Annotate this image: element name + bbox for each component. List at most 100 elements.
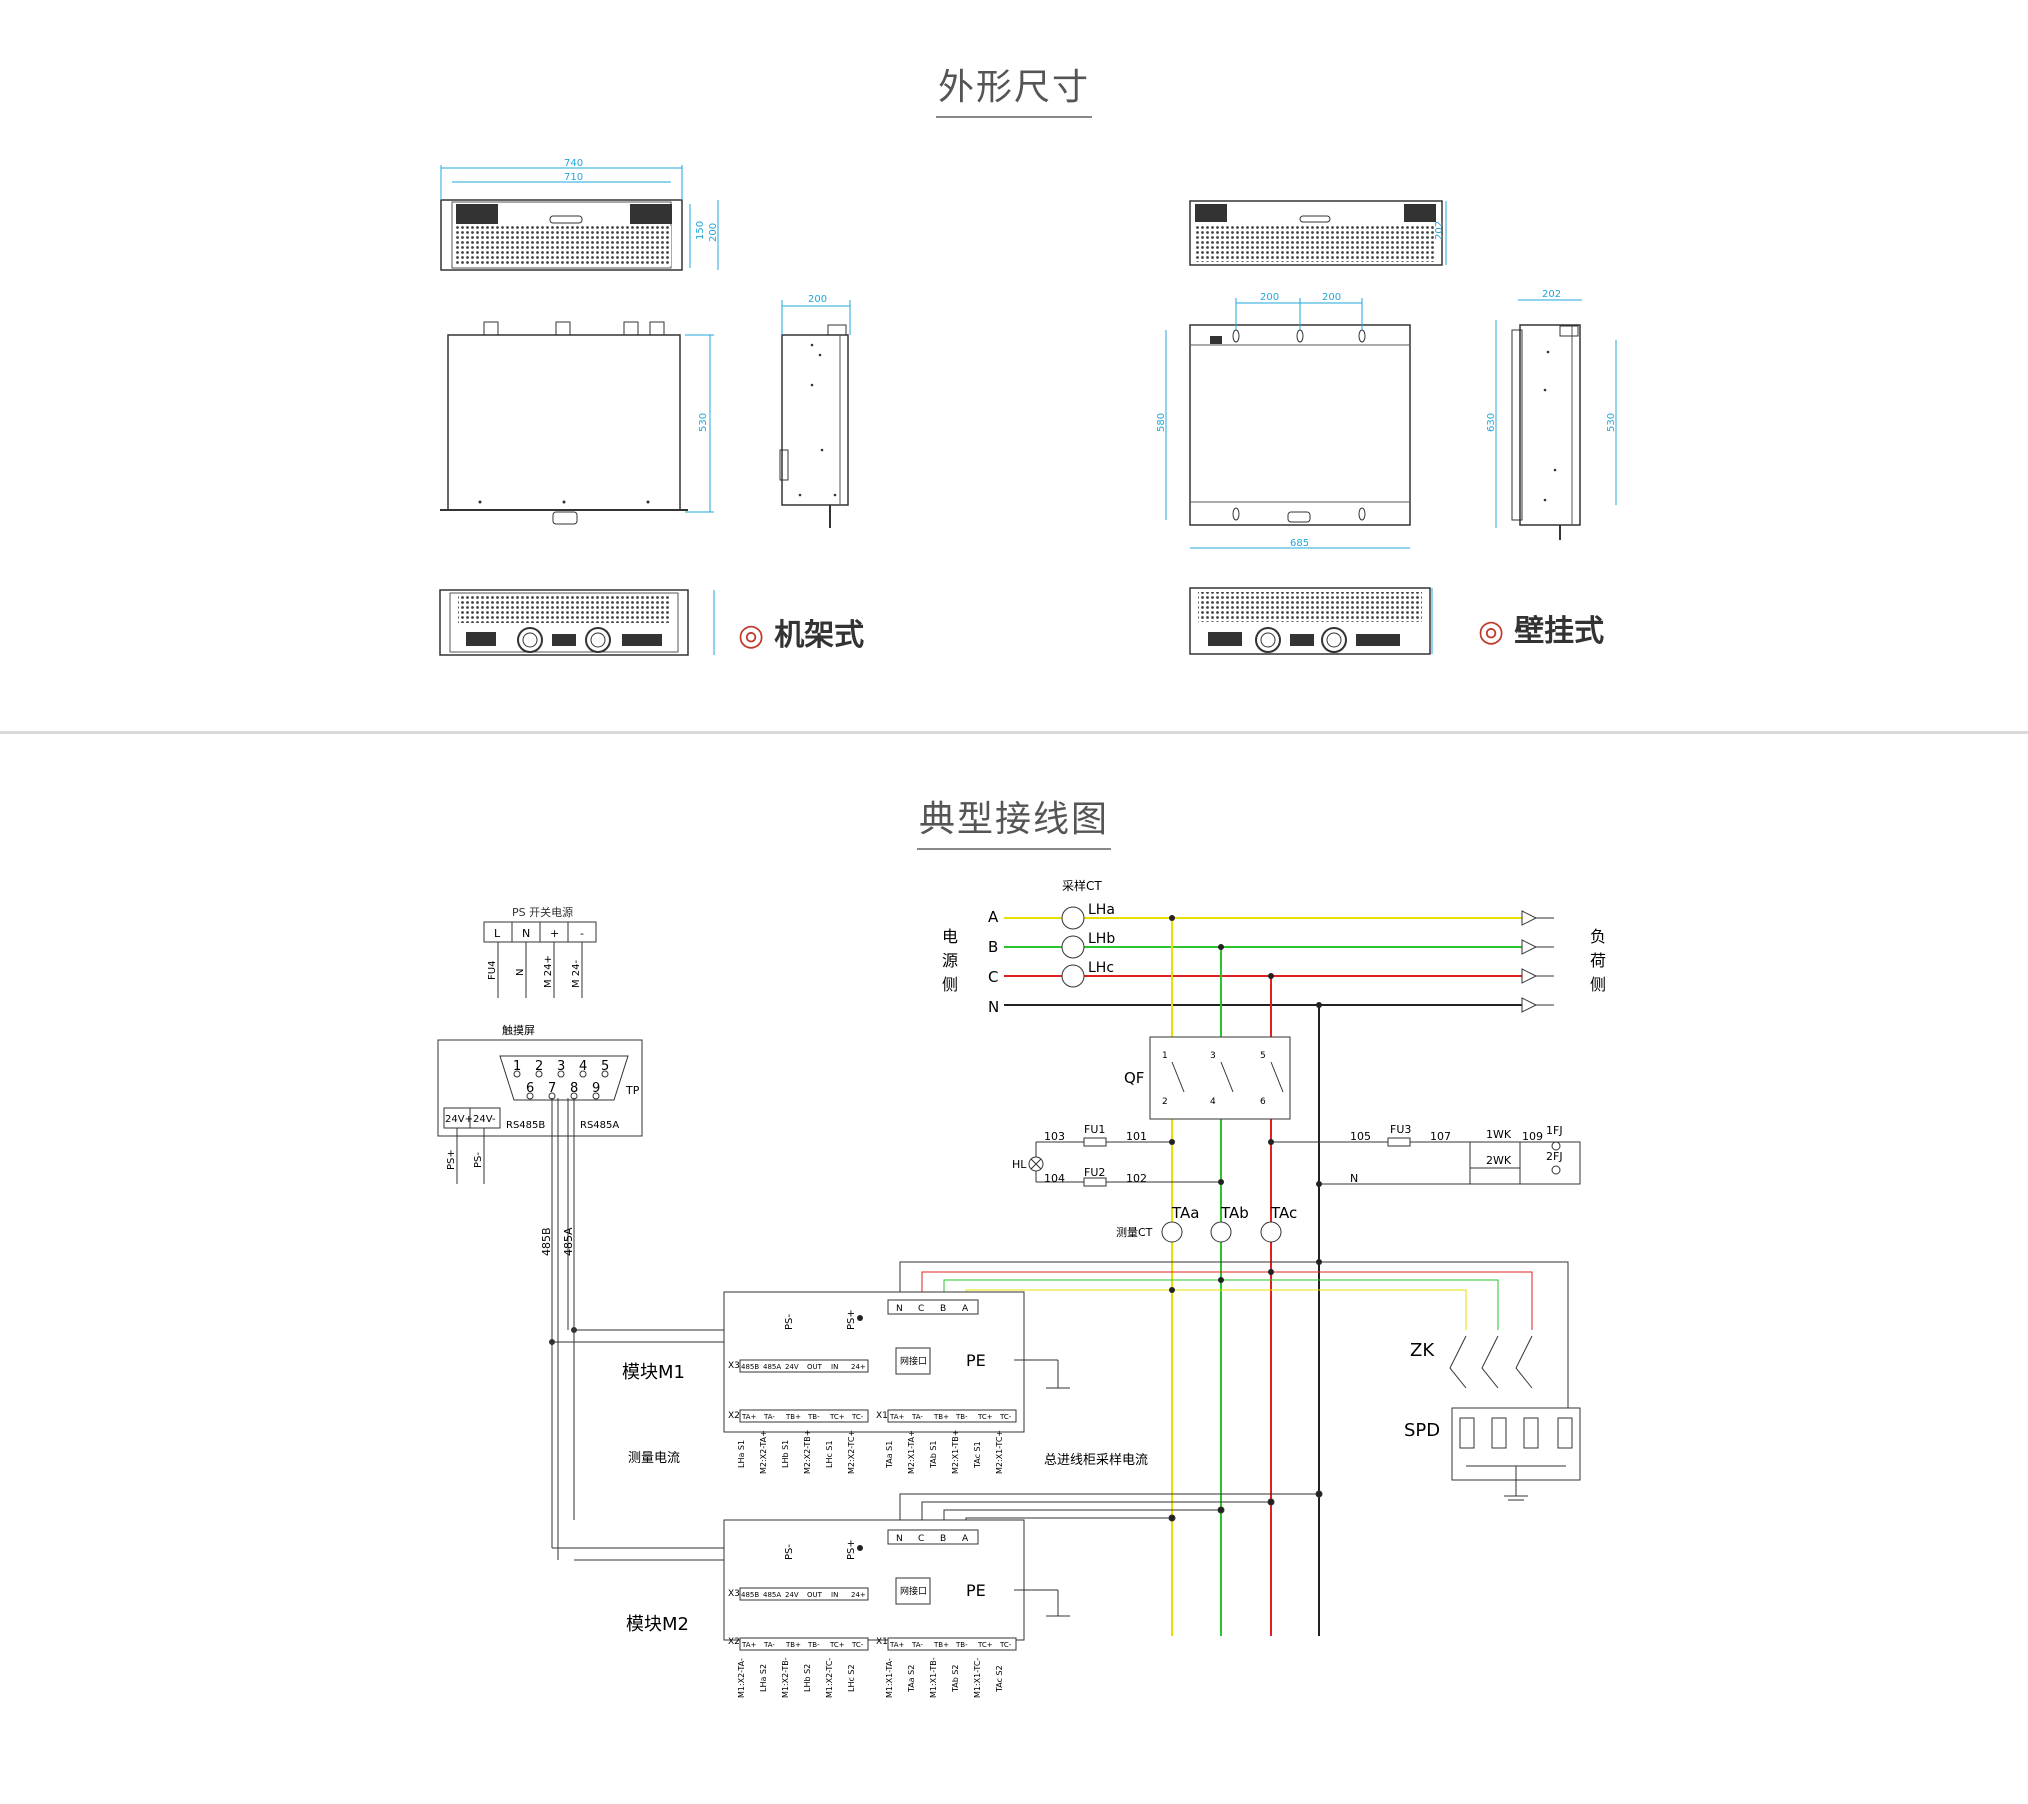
- wall-front-dimensions: 202: [1434, 201, 1447, 265]
- dim-hole-200b: 200: [1322, 292, 1341, 303]
- lha-label: LHa: [1088, 902, 1115, 918]
- dim-wall-202: 202: [1434, 221, 1445, 240]
- rs485a-label: RS485A: [580, 1120, 619, 1131]
- wire-485b: 485B: [540, 1227, 553, 1256]
- module-m1-label: 模块M1: [622, 1362, 685, 1383]
- incoming-current-label: 总进线柜采样电流: [1044, 1453, 1148, 1468]
- m2-ps-minus: PS-: [784, 1544, 795, 1560]
- load-side-3: 侧: [1590, 975, 1606, 994]
- lhb-label: LHb: [1088, 931, 1115, 947]
- qf-pin-3: 3: [1210, 1051, 1216, 1061]
- source-side-3: 侧: [942, 975, 958, 994]
- tab-label: TAb: [1220, 1204, 1249, 1222]
- m1-x2-w5: LHc S1: [825, 1440, 834, 1468]
- dim-side-630: 630: [1486, 413, 1497, 432]
- m1-net-port: 网接口: [900, 1355, 927, 1367]
- db9-pin-1: 1: [513, 1059, 521, 1074]
- m2-x2-t1: TA+: [741, 1641, 757, 1649]
- dim-side-200: 200: [808, 294, 827, 305]
- m1-x2-w1: LHa S1: [737, 1440, 746, 1468]
- wire-n: N: [1350, 1172, 1358, 1185]
- ring-icon: ◎: [1478, 614, 1505, 649]
- m1-x2-w3: LHb S1: [781, 1440, 790, 1468]
- ps-term-l: L: [494, 927, 501, 940]
- power-supply-block: PS 开关电源 L N + - FU4 N M 24+ M 24-: [483, 905, 597, 998]
- tp-24v-plus: 24V+: [445, 1114, 473, 1125]
- qf-pin-6: 6: [1260, 1097, 1266, 1107]
- qf-pin-5: 5: [1260, 1051, 1266, 1061]
- dim-710: 710: [564, 172, 583, 183]
- m1-term-n: N: [896, 1304, 903, 1314]
- module-m1: 模块M1 PE 网接口 N C B A X3 X2 X1 485B 485A 2…: [622, 1291, 1148, 1474]
- m1-term-a: A: [962, 1304, 969, 1314]
- lhc-label: LHc: [1088, 960, 1114, 976]
- m2-x2-w1: M1:X2-TA-: [737, 1658, 746, 1698]
- spd-label: SPD: [1404, 1420, 1440, 1441]
- m1-pe-label: PE: [966, 1351, 986, 1370]
- dim-wall-685: 685: [1290, 538, 1309, 549]
- m1-x2-w6: M2:X2-TC+: [847, 1430, 856, 1474]
- m2-x3-t5: IN: [831, 1591, 838, 1599]
- sample-ct-label: 采样CT: [1062, 878, 1102, 893]
- dimensions-title: 外形尺寸: [0, 58, 2028, 118]
- tp-wire-ps-plus: PS+: [446, 1149, 457, 1170]
- wire-107: 107: [1430, 1130, 1451, 1143]
- load-side-1: 负: [1590, 927, 1606, 946]
- wire-105: 105: [1350, 1130, 1371, 1143]
- ring-icon: ◎: [738, 618, 765, 653]
- m1-x3-t4: OUT: [807, 1363, 823, 1371]
- phase-c-label: C: [988, 968, 998, 986]
- db9-pin-8: 8: [570, 1081, 578, 1096]
- wk2-label: 2WK: [1486, 1154, 1512, 1167]
- m1-x2: X2: [728, 1411, 740, 1421]
- m2-x2-w5: M1:X2-TC-: [825, 1658, 834, 1698]
- dim-side-202: 202: [1542, 289, 1561, 300]
- ps-wire-24p: M 24+: [543, 955, 554, 988]
- db9-pin-6: 6: [526, 1081, 534, 1096]
- wall-side-view: [1511, 324, 1581, 540]
- m1-ps-plus: PS+: [846, 1309, 857, 1330]
- phase-droppers: [1169, 915, 1322, 1636]
- m2-x1-w1: M1:X1-TA-: [885, 1658, 894, 1698]
- m1-ps-minus: PS-: [784, 1314, 795, 1330]
- m2-x3-t3: 24V: [785, 1591, 799, 1599]
- m2-x2-t6: TC-: [851, 1641, 864, 1649]
- tp-24v-minus: 24V-: [473, 1114, 496, 1125]
- m1-x2-t4: TB-: [807, 1413, 820, 1421]
- measurement-ct: 测量CT TAa TAb TAc: [1116, 1204, 1297, 1243]
- ps-wire-n: N: [515, 969, 526, 976]
- wire-103: 103: [1044, 1130, 1065, 1143]
- ps-wire-fu4: FU4: [487, 961, 498, 980]
- m1-term-b: B: [940, 1304, 946, 1314]
- m2-x3-t4: OUT: [807, 1591, 823, 1599]
- source-side-1: 电: [942, 927, 958, 946]
- qf-label: QF: [1124, 1069, 1144, 1087]
- rack-side-dimensions: 200: [781, 294, 851, 335]
- m1-x1-w2: M2:X1-TA+: [907, 1430, 916, 1474]
- m2-x1-t5: TC+: [977, 1641, 993, 1649]
- m2-x2-t4: TB-: [807, 1641, 820, 1649]
- m2-x2-w3: M1:X2-TB-: [781, 1657, 790, 1698]
- wall-side-dimensions: 202 630 530: [1486, 289, 1617, 528]
- rack-rear-view: [439, 589, 689, 656]
- rs485b-label: RS485B: [506, 1120, 545, 1131]
- m1-x1-t6: TC-: [999, 1413, 1012, 1421]
- rack-top-dimensions: 530: [685, 334, 714, 513]
- qf-pin-2: 2: [1162, 1097, 1168, 1107]
- m1-x2-t3: TB+: [785, 1413, 801, 1421]
- m1-x1-w6: M2:X1-TC+: [995, 1430, 1004, 1474]
- m1-x2-w2: M2:X2-TA+: [759, 1430, 768, 1474]
- wall-top-dimensions: 200 200 580 685: [1156, 292, 1410, 549]
- zk-label: ZK: [1410, 1340, 1435, 1361]
- load-side-2: 荷: [1590, 951, 1606, 970]
- qf-breaker: QF 1 3 5 2 4 6: [1124, 1036, 1291, 1120]
- m1-x1: X1: [876, 1411, 888, 1421]
- m2-x2-t2: TA-: [763, 1641, 775, 1649]
- fu3-label: FU3: [1390, 1123, 1411, 1136]
- indicator-circuit: 103 FU1 101 104 FU2 102 HL 105 FU3 107 N…: [1012, 1123, 1581, 1187]
- m2-x1-w5: M1:X1-TC-: [973, 1658, 982, 1698]
- wall-front-view: [1189, 200, 1443, 266]
- m1-x1-w3: TAb S1: [929, 1440, 938, 1469]
- m2-x1-w6: TAc S2: [995, 1665, 1004, 1693]
- rack-front-dimensions: 740 710 150 200: [440, 158, 719, 270]
